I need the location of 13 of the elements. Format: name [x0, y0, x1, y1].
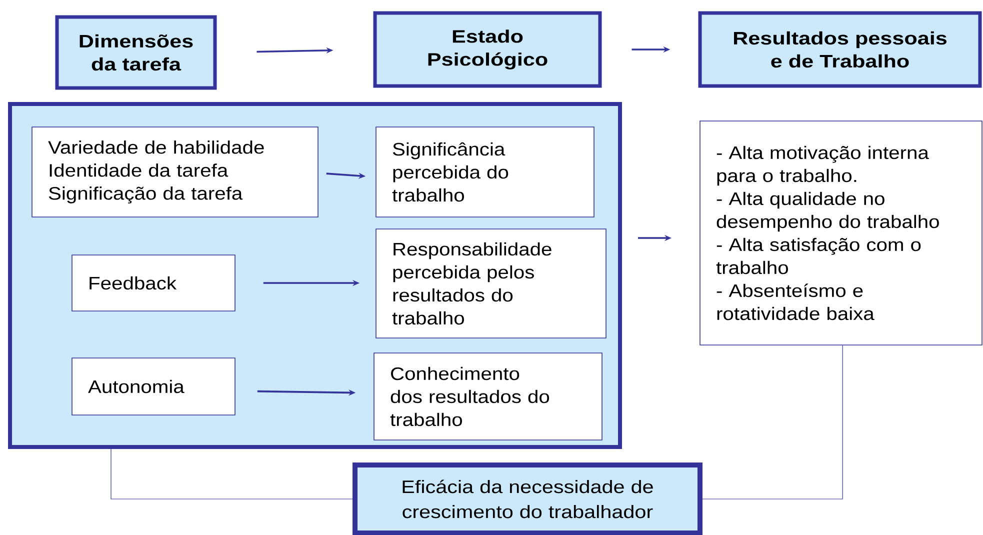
text-box: Significância percebida do trabalho — [376, 126, 594, 218]
text-box: Variedade de habilidade Identidade da tarefa Significação da tarefa — [32, 126, 318, 218]
heading-box: Resultados pessoais e de Trabalho — [698, 11, 982, 88]
factor-box: Eficácia da necessidade de crescimento do trabalhador — [352, 462, 702, 535]
text-box: Autonomia — [72, 358, 236, 416]
connector-line — [110, 448, 353, 500]
text-box: Responsabilidade percebida pelos resultados do trabalho — [376, 228, 606, 338]
heading-box: Dimensões da tarefa — [55, 15, 217, 90]
heading-box: Estado Psicológico — [373, 11, 602, 88]
text-box: Conhecimento dos resultados do trabalho — [374, 352, 602, 440]
text-box: - Alta motivação interna para o trabalho. - Alta qualidade no desempenho do trabalho - Alta satisfação com o trabalho - Absenteísmo e rotatividade baixa — [700, 120, 982, 346]
text-box: Feedback — [72, 254, 236, 312]
connector-line — [702, 345, 843, 500]
